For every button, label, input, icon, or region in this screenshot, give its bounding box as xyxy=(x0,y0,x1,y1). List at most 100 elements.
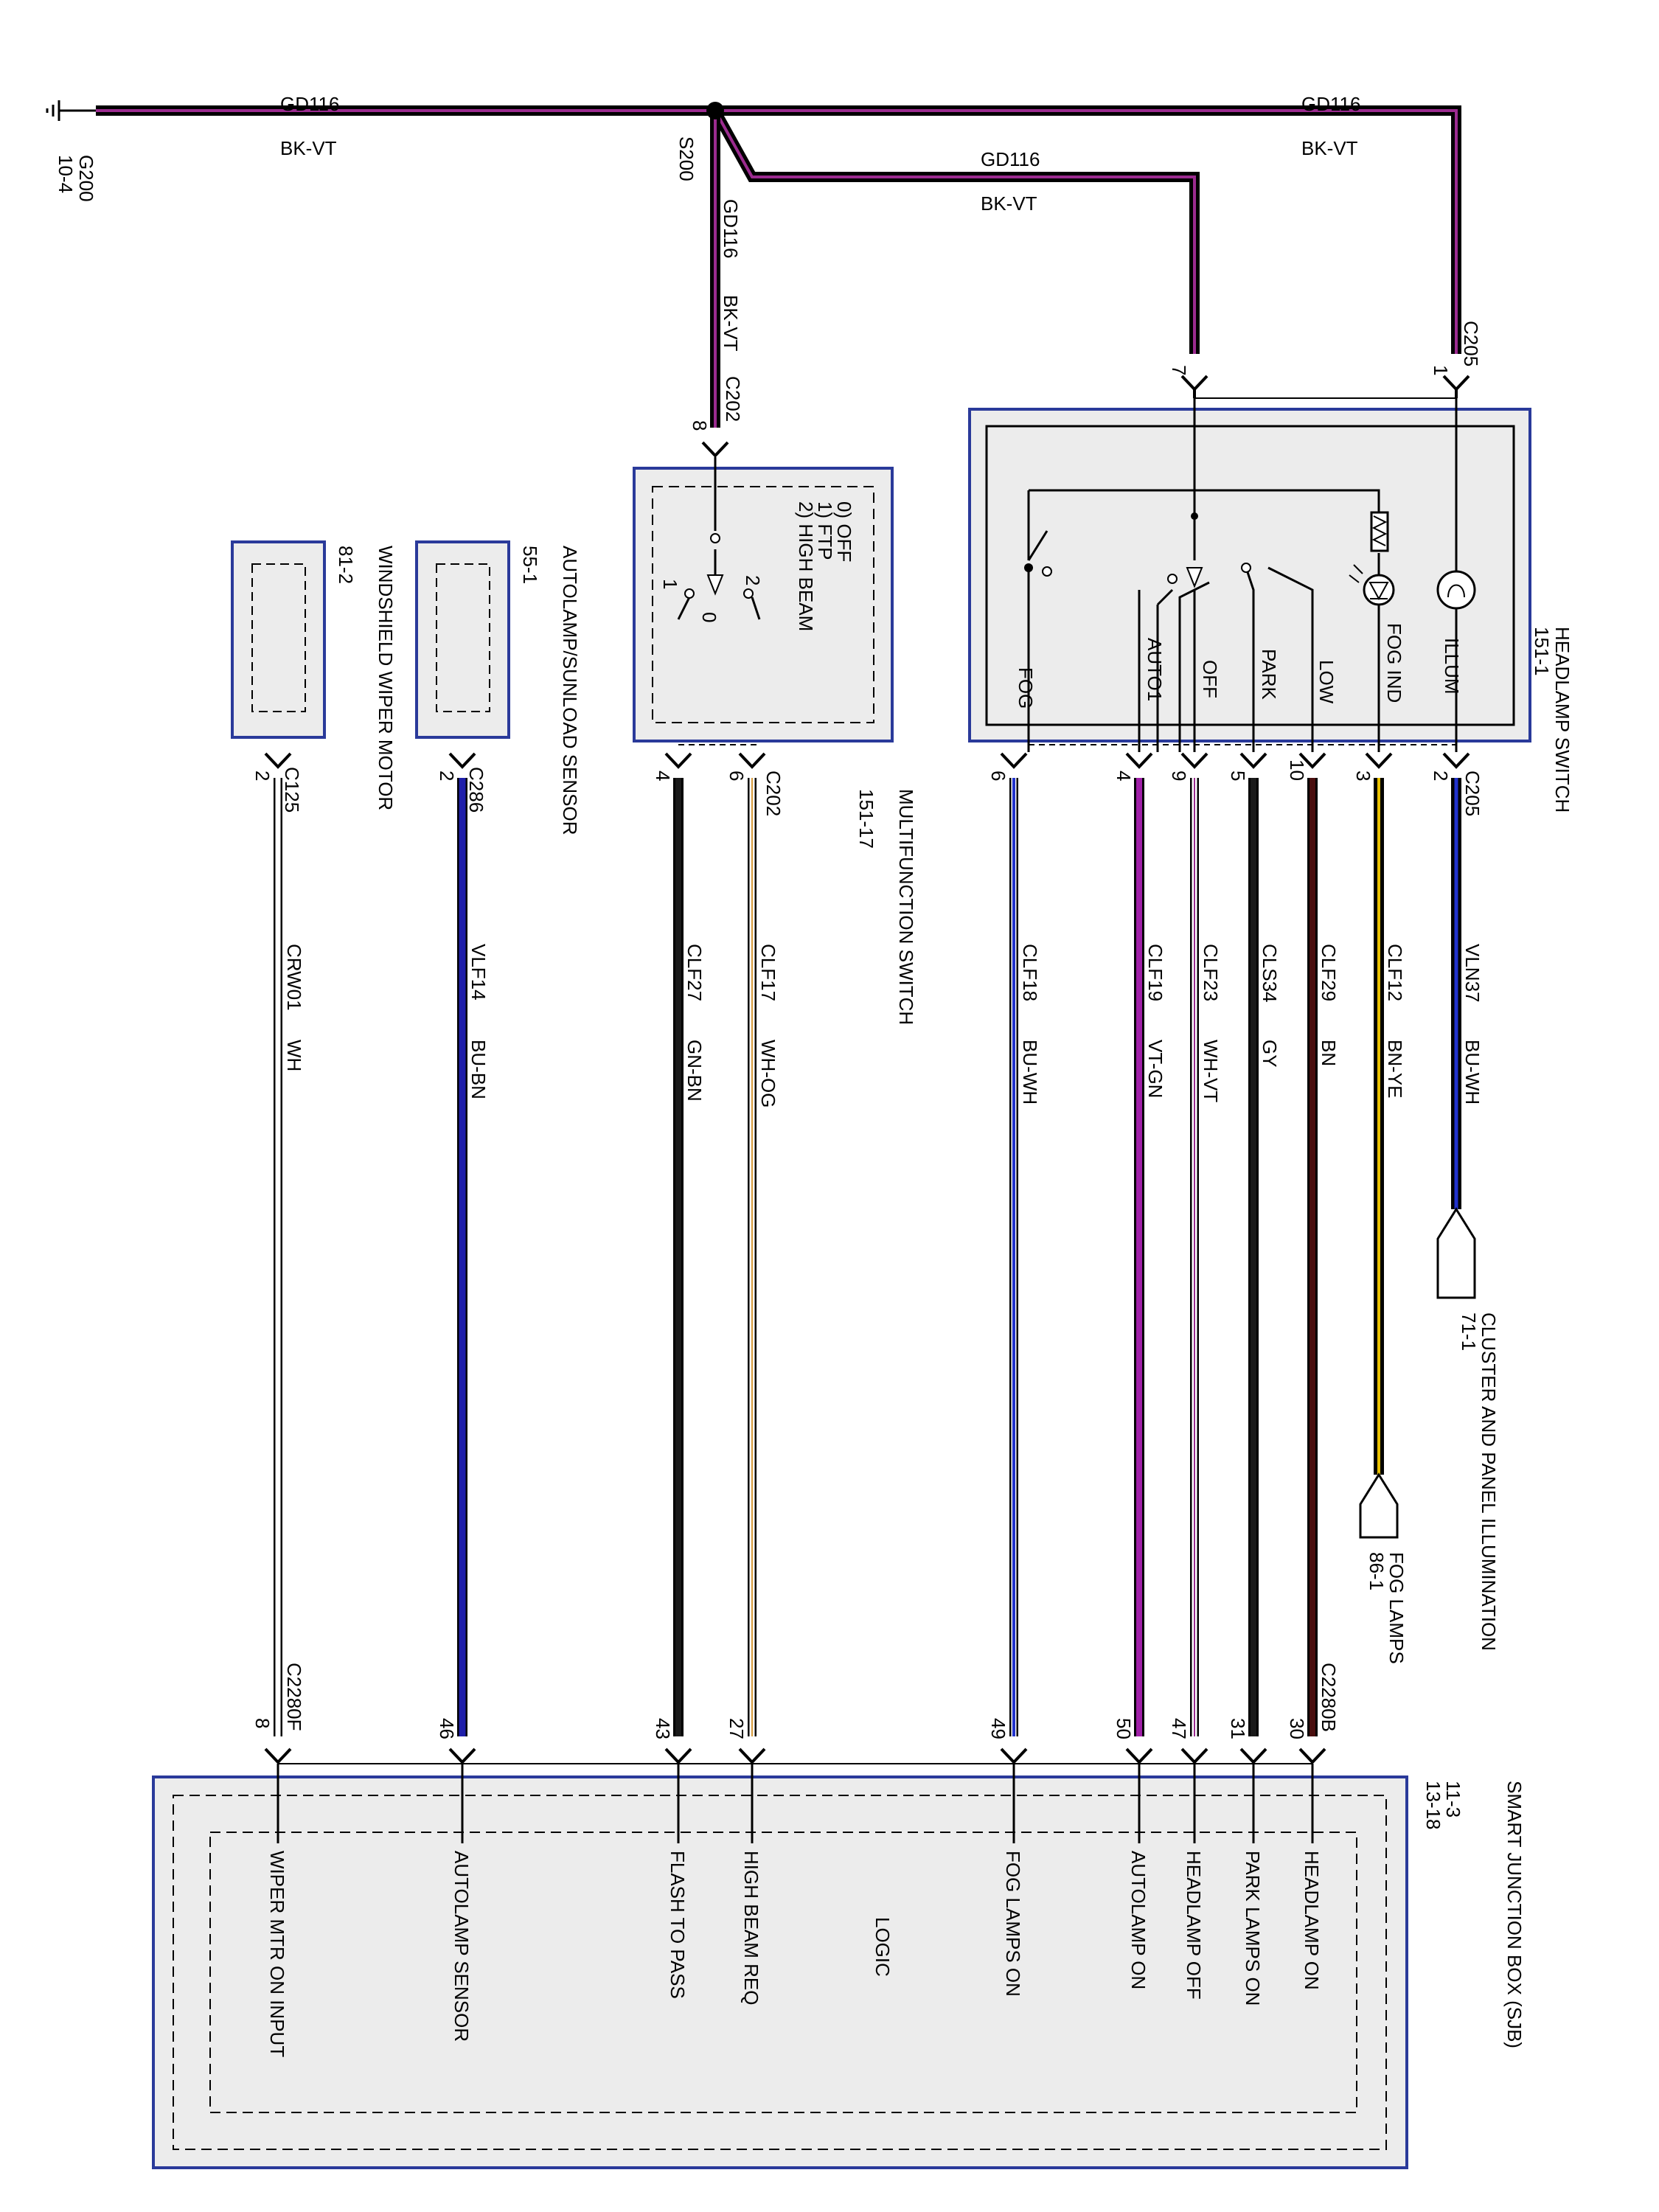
sjb-input-label: FOG LAMPS ON xyxy=(1002,1851,1024,1997)
autolamp-sensor-box xyxy=(415,540,510,739)
wire-circuit: CLF17 xyxy=(757,944,779,1001)
destination-title: FOG LAMPS xyxy=(1385,1552,1408,1664)
wire-top-pin: 5 xyxy=(1227,771,1249,781)
sjb-page: 13-18 xyxy=(1422,1781,1444,1830)
wire-bottom-pin: 8 xyxy=(251,1718,274,1728)
splice-dot xyxy=(706,102,724,119)
sjb-outer-box xyxy=(152,1775,1408,2169)
sjb-input-leads xyxy=(276,1764,1314,1843)
autolamp-sensor-connector: C286 xyxy=(465,767,487,813)
ground-wire-circuit: GD116 xyxy=(981,148,1040,170)
ground-wire-circuit: GD116 xyxy=(1301,93,1360,115)
switch-position-label: FOG xyxy=(1015,667,1037,709)
switch-contact xyxy=(1167,574,1178,584)
ground-bus-wire xyxy=(96,105,1461,354)
wire-circuit: CLF18 xyxy=(1019,944,1041,1001)
sjb-connector-f: C2280F xyxy=(283,1663,305,1731)
destination-arrow-cluster xyxy=(1436,1207,1476,1299)
switch-position-label: FOG IND xyxy=(1383,623,1405,703)
bulb-icon xyxy=(1436,570,1476,610)
sjb-logic-label: LOGIC xyxy=(872,1917,894,1977)
sjb-input-label: PARK LAMPS ON xyxy=(1242,1851,1264,2006)
wire-top-pin: 2 xyxy=(251,771,274,781)
multifunction-position: 1) FTP xyxy=(814,501,836,560)
wire-bottom-pin: 27 xyxy=(726,1718,748,1739)
ground-page: 10-4 xyxy=(55,155,77,193)
switch-position-label: PARK xyxy=(1258,649,1280,700)
wire-color: BU-WH xyxy=(1019,1040,1041,1105)
wire-top-pin: 3 xyxy=(1352,771,1374,781)
sjb-title: SMART JUNCTION BOX (SJB) xyxy=(1503,1781,1526,2048)
multifunction-top-pin: 8 xyxy=(689,420,711,431)
wire-top-pin: 4 xyxy=(652,771,674,781)
multifunction-top-connector: C202 xyxy=(722,376,744,422)
switch-contact xyxy=(743,588,754,599)
ground-wire-color: BK-VT xyxy=(1301,137,1358,159)
wire-bottom-pin: 49 xyxy=(987,1718,1009,1739)
switch-wiper-arrow xyxy=(706,574,724,596)
multifunction-switch-inner xyxy=(652,486,874,723)
switch-position-label: ILLUM xyxy=(1441,638,1463,695)
destination-arrow-fog-lamps xyxy=(1359,1472,1399,1539)
led-icon xyxy=(1349,564,1395,606)
wiper-motor-page: 81-2 xyxy=(335,546,357,584)
wire-bottom-pin: 50 xyxy=(1113,1718,1135,1739)
multifunction-internals xyxy=(677,457,761,620)
wiper-motor-title: WINDSHIELD WIPER MOTOR xyxy=(375,546,397,810)
wire-color: BN-YE xyxy=(1384,1040,1406,1098)
wire-circuit: CLS34 xyxy=(1259,944,1281,1003)
connector-chevron-row xyxy=(264,1747,1326,1764)
wire-circuit: CLF12 xyxy=(1384,944,1406,1001)
ground-wire-color: BK-VT xyxy=(981,192,1037,215)
wire-color: WH-VT xyxy=(1200,1040,1222,1102)
resistor-icon xyxy=(1370,511,1389,552)
switch-position-label: LOW xyxy=(1315,660,1338,704)
multifunction-contact: 0 xyxy=(698,612,720,622)
wire-circuit: CRW01 xyxy=(283,944,305,1011)
switch-contact xyxy=(1241,563,1251,573)
ground-wire-color: BK-VT xyxy=(280,137,337,159)
wire-top-pin: 4 xyxy=(1113,771,1135,781)
ground-ref: G200 xyxy=(75,155,97,202)
headlamp-switch-top-pin: 7 xyxy=(1168,365,1190,375)
sjb-connector-b: C2280B xyxy=(1318,1663,1340,1732)
multifunction-switch-box xyxy=(633,467,894,742)
wire-top-pin: 10 xyxy=(1286,759,1308,781)
ground-wire-color: BK-VT xyxy=(720,295,742,352)
multifunction-page: 151-17 xyxy=(855,789,877,849)
sjb-input-label: AUTOLAMP SENSOR xyxy=(451,1851,473,2042)
wire-bottom-pin: 46 xyxy=(436,1718,458,1739)
headlamp-switch-title: HEADLAMP SWITCH xyxy=(1551,627,1573,813)
multifunction-contact: 1 xyxy=(659,579,681,589)
connector-chevron-row xyxy=(264,752,1470,769)
autolamp-sensor-page: 55-1 xyxy=(519,546,541,584)
ground-wire-circuit: GD116 xyxy=(720,199,742,258)
wire-color: WH xyxy=(283,1040,305,1071)
wire-color: BN xyxy=(1318,1040,1340,1066)
wire-color: GN-BN xyxy=(684,1040,706,1102)
switch-contact xyxy=(710,533,720,543)
switch-position-label: OFF xyxy=(1199,660,1221,698)
multifunction-title: MULTIFUNCTION SWITCH xyxy=(895,789,917,1025)
autolamp-sensor-title: AUTOLAMP/SUNLOAD SENSOR xyxy=(559,546,581,835)
multifunction-position: 0) OFF xyxy=(833,501,855,562)
wire-color: GY xyxy=(1259,1040,1281,1068)
multifunction-position: 2) HIGH BEAM xyxy=(795,501,817,631)
destination-title: CLUSTER AND PANEL ILLUMINATION xyxy=(1478,1312,1500,1651)
switch-position-label: AUTO1 xyxy=(1144,638,1166,701)
wire-bottom-pin: 31 xyxy=(1227,1718,1249,1739)
sjb-input-label: FLASH TO PASS xyxy=(667,1851,689,1999)
wiper-motor-inner xyxy=(251,563,306,712)
destination-page: 71-1 xyxy=(1458,1312,1480,1351)
switch-contact xyxy=(1024,563,1033,572)
wire-color: BU-BN xyxy=(467,1040,490,1099)
sjb-input-label: HEADLAMP ON xyxy=(1301,1851,1323,1990)
wire-circuit: CLF29 xyxy=(1318,944,1340,1001)
switch-contact xyxy=(684,588,695,599)
ground-branch-wire xyxy=(710,108,1200,354)
sjb-inner-box xyxy=(209,1832,1357,2113)
wire-circuit: VLF14 xyxy=(467,944,490,1001)
switch-contact xyxy=(1042,566,1052,577)
wire-bottom-pin: 30 xyxy=(1286,1718,1308,1739)
